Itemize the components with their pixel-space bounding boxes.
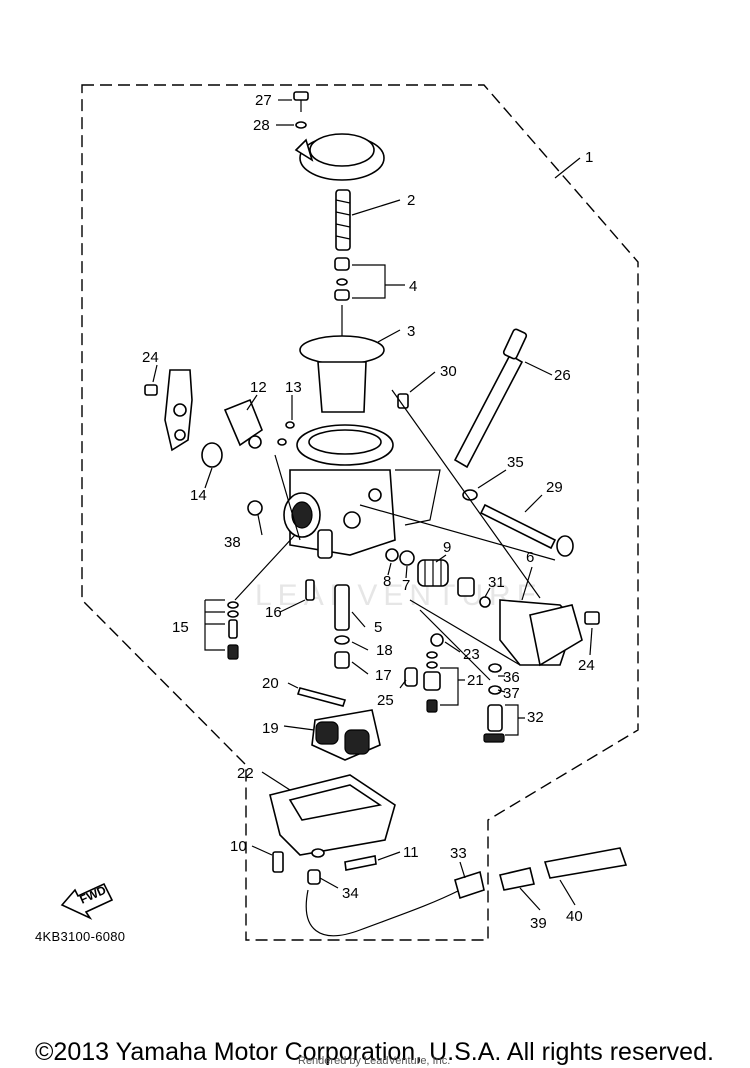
callout-2: 2 bbox=[407, 192, 415, 209]
callout-35: 35 bbox=[507, 454, 524, 471]
part-35-oring bbox=[462, 489, 478, 501]
part-9-spring bbox=[417, 559, 449, 587]
part-7-washer bbox=[399, 550, 415, 566]
callout-16: 16 bbox=[265, 604, 282, 621]
carburetor-body bbox=[283, 424, 396, 559]
callout-20: 20 bbox=[262, 675, 279, 692]
part-15-pilot-screw-set bbox=[227, 601, 239, 660]
part-40-hose bbox=[543, 847, 628, 879]
callout-27: 27 bbox=[255, 92, 272, 109]
part-25-jet bbox=[404, 667, 418, 687]
part-24-bracket bbox=[144, 369, 193, 452]
callout-4: 4 bbox=[409, 278, 417, 295]
callout-15: 15 bbox=[172, 619, 189, 636]
part-11-screw bbox=[344, 855, 377, 871]
callout-38: 38 bbox=[224, 534, 241, 551]
part-2-spring bbox=[335, 189, 351, 251]
callout-24-bottom: 24 bbox=[578, 657, 595, 674]
callout-32: 32 bbox=[527, 709, 544, 726]
callout-17: 17 bbox=[375, 667, 392, 684]
callout-6: 6 bbox=[526, 549, 534, 566]
part-28-washer bbox=[295, 121, 307, 129]
callout-9: 9 bbox=[443, 539, 451, 556]
part-32-screw-set bbox=[483, 704, 505, 743]
part-10-screw bbox=[272, 851, 284, 873]
callout-8: 8 bbox=[383, 573, 391, 590]
callout-22: 22 bbox=[237, 765, 254, 782]
callout-labels: 1 2 3 4 5 6 7 8 9 10 11 12 13 14 15 16 1… bbox=[142, 92, 595, 932]
callout-37: 37 bbox=[503, 685, 520, 702]
part-34-drain bbox=[307, 848, 325, 885]
callout-12: 12 bbox=[250, 379, 267, 396]
callout-7: 7 bbox=[402, 577, 410, 594]
part-39-fitting bbox=[499, 867, 535, 891]
fwd-arrow-icon: FWD bbox=[60, 883, 114, 920]
callout-23: 23 bbox=[463, 646, 480, 663]
part-27-screw bbox=[293, 91, 309, 112]
part-21-jet-set bbox=[423, 651, 441, 713]
callout-40: 40 bbox=[566, 908, 583, 925]
callout-3: 3 bbox=[407, 323, 415, 340]
callout-33: 33 bbox=[450, 845, 467, 862]
diagram-code: 4KB3100-6080 bbox=[35, 929, 125, 944]
part-38-nut bbox=[247, 500, 263, 516]
part-36-37-washers bbox=[488, 663, 502, 695]
part-4-needle-set bbox=[334, 257, 350, 301]
part-26-hose bbox=[453, 328, 528, 469]
callout-25: 25 bbox=[377, 692, 394, 709]
part-13-orings bbox=[277, 421, 295, 446]
part-6-cover bbox=[499, 599, 583, 667]
rendered-by-credit: Rendered by LeadVenture, Inc. bbox=[298, 1055, 450, 1067]
callout-1: 1 bbox=[585, 149, 593, 166]
part-12-cover bbox=[223, 398, 263, 449]
callout-19: 19 bbox=[262, 720, 279, 737]
callout-10: 10 bbox=[230, 838, 247, 855]
callout-21: 21 bbox=[467, 672, 484, 689]
callout-30: 30 bbox=[440, 363, 457, 380]
callout-29: 29 bbox=[546, 479, 563, 496]
part-30-screw bbox=[397, 393, 409, 409]
part-20-pin bbox=[296, 687, 347, 707]
part-3-piston-diaphragm bbox=[299, 305, 385, 413]
part-16-screw bbox=[305, 579, 315, 601]
callout-5: 5 bbox=[374, 619, 382, 636]
part-top-cover bbox=[294, 133, 385, 181]
part-5-needle-jet bbox=[334, 584, 350, 631]
part-17-jet bbox=[334, 651, 350, 669]
part-8-washer bbox=[385, 548, 399, 562]
part-14-gasket bbox=[201, 442, 223, 468]
leader-lines bbox=[152, 99, 593, 911]
part-29-screw bbox=[479, 503, 574, 557]
part-24b-screw bbox=[584, 611, 600, 625]
callout-13: 13 bbox=[285, 379, 302, 396]
callout-28: 28 bbox=[253, 117, 270, 134]
callout-18: 18 bbox=[376, 642, 393, 659]
assembly-boundary bbox=[81, 84, 639, 941]
part-33-hose bbox=[305, 870, 485, 937]
part-18-washer bbox=[334, 635, 350, 645]
part-22-float-bowl bbox=[269, 774, 396, 856]
copyright-notice: ©2013 Yamaha Motor Corporation, U.S.A. A… bbox=[35, 1038, 714, 1066]
part-23-plug bbox=[430, 633, 444, 647]
watermark: LEADVENTURE bbox=[255, 579, 543, 612]
callout-26: 26 bbox=[554, 367, 571, 384]
callout-39: 39 bbox=[530, 915, 547, 932]
callout-36: 36 bbox=[503, 669, 520, 686]
callout-34: 34 bbox=[342, 885, 359, 902]
callout-31: 31 bbox=[488, 574, 505, 591]
callout-11: 11 bbox=[403, 844, 419, 861]
part-19-float bbox=[311, 709, 381, 761]
callout-14: 14 bbox=[190, 487, 207, 504]
callout-24-top: 24 bbox=[142, 349, 159, 366]
